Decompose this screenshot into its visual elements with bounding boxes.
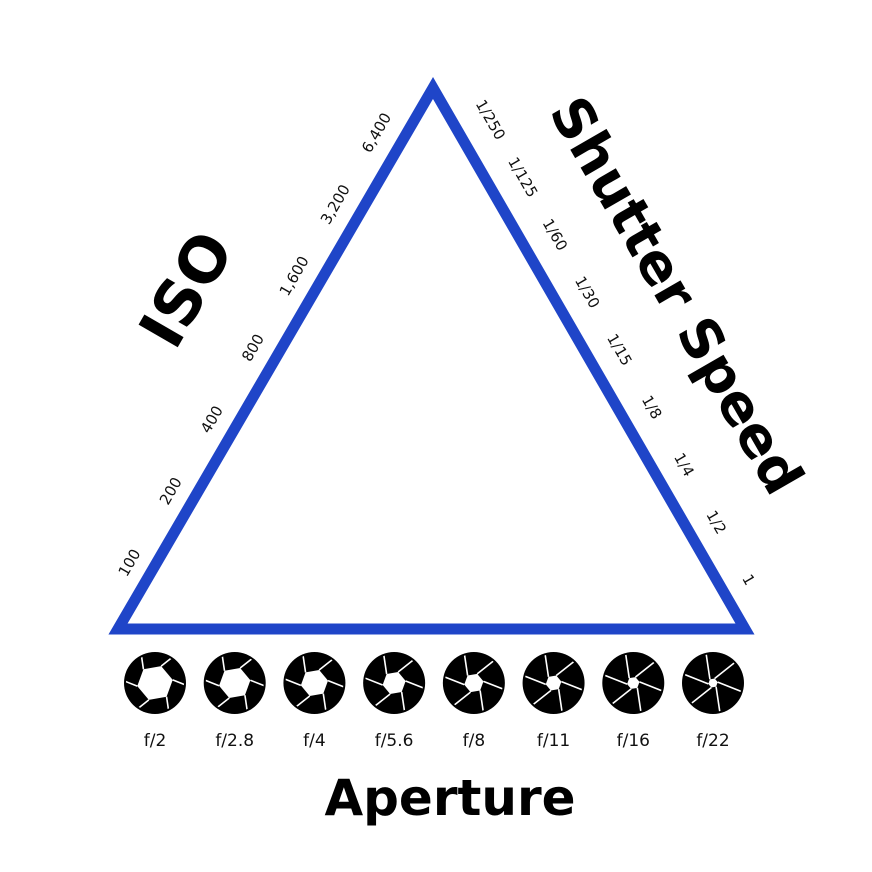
- shutter-speed-value-label: 1/250: [472, 97, 509, 143]
- iso-title: ISO: [125, 219, 248, 360]
- exposure-triangle: [108, 77, 755, 635]
- aperture-iris-icon: [363, 652, 426, 714]
- shutter-speed-value-label: 1/60: [539, 216, 571, 254]
- shutter-speed-value-label: 1: [738, 571, 758, 588]
- f-stop-label: f/22: [696, 731, 729, 751]
- f-stop-label: f/8: [463, 731, 486, 751]
- shutter-speed-value-label: 1/30: [571, 273, 603, 311]
- aperture-iris-icon: [682, 652, 744, 714]
- iso-value-label: 800: [238, 331, 268, 365]
- aperture-iris-icon: [283, 652, 346, 714]
- iso-value-label: 1,600: [276, 253, 313, 299]
- shutter-speed-value-label: 1/8: [638, 392, 666, 422]
- shutter-speed-value-label: 1/15: [603, 331, 635, 369]
- iso-value-label: 6,400: [358, 110, 395, 156]
- shutter-speed-value-label: 1/4: [670, 450, 698, 480]
- aperture-iris-icon: [203, 652, 266, 714]
- shutter-speed-value-label: 1/2: [702, 507, 730, 537]
- aperture-iris-icon: [522, 652, 585, 714]
- f-stop-label: f/2: [144, 731, 167, 751]
- iso-value-label: 3,200: [317, 181, 354, 227]
- iso-value-label: 100: [115, 546, 145, 580]
- f-stop-label: f/5.6: [375, 731, 414, 751]
- aperture-iris-icon: [124, 652, 186, 714]
- aperture-scale: f/2 f/2.8 f/4 f/5.6 f/8 f/11 f/16 f/22: [124, 652, 744, 751]
- shutter-speed-value-label: 1/125: [504, 154, 541, 200]
- aperture-title: Aperture: [324, 769, 575, 827]
- iso-value-label: 400: [197, 403, 227, 437]
- iso-value-label: 200: [156, 474, 186, 508]
- aperture-iris-icon: [442, 652, 505, 714]
- aperture-iris-icon: [602, 652, 665, 714]
- f-stop-label: f/11: [537, 731, 570, 751]
- f-stop-label: f/16: [617, 731, 650, 751]
- f-stop-label: f/4: [303, 731, 326, 751]
- f-stop-label: f/2.8: [215, 731, 254, 751]
